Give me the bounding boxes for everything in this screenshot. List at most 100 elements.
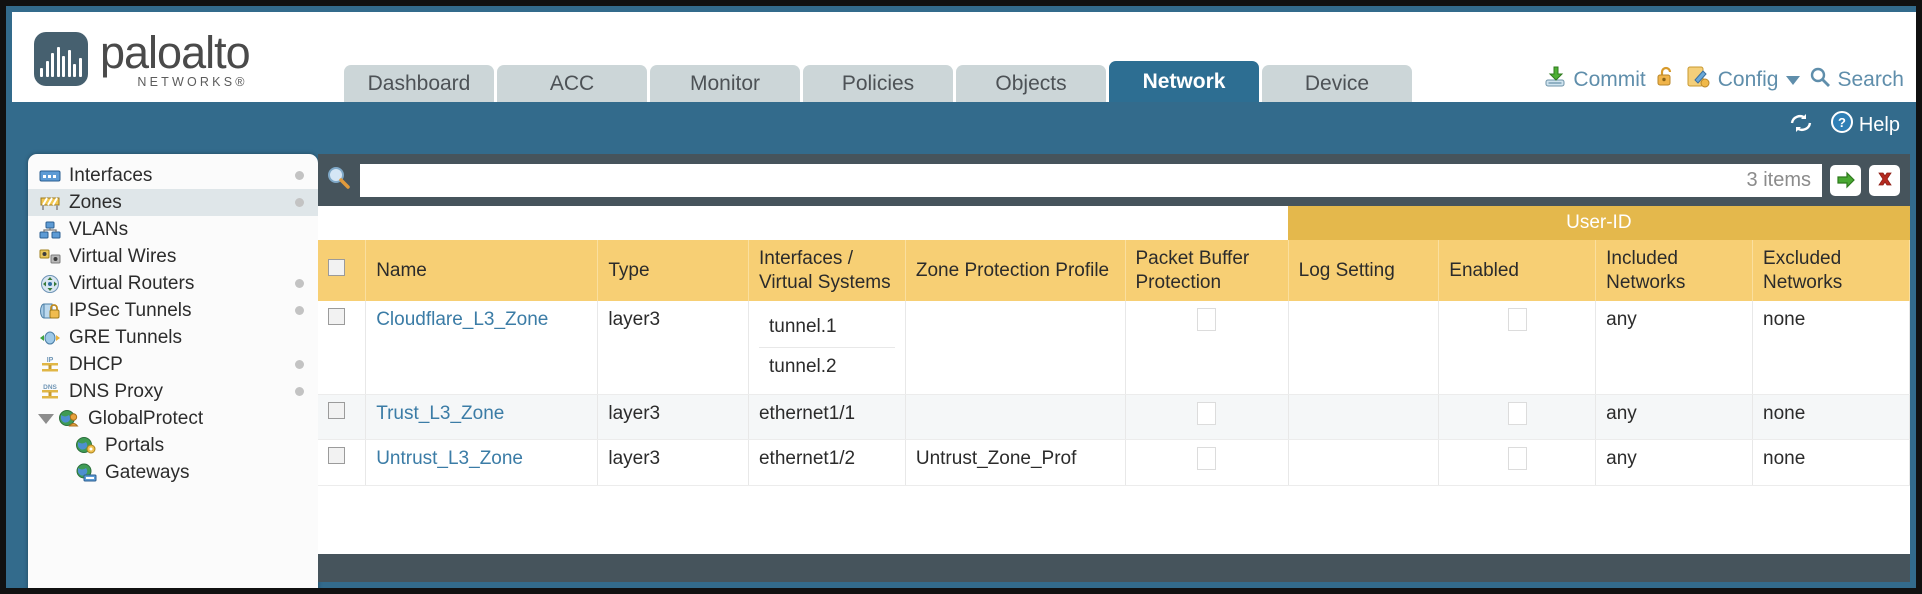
ipsec-tunnels-icon xyxy=(38,301,62,321)
sidebar-item-dot xyxy=(295,198,304,207)
sidebar-item-label: Portals xyxy=(105,434,165,456)
dns-proxy-icon: DNS xyxy=(38,382,62,402)
zone-interfaces-cell: tunnel.1 tunnel.2 xyxy=(748,301,906,395)
row-select-cell xyxy=(318,394,367,441)
sidebar-item-dot xyxy=(295,279,304,288)
log-setting-cell xyxy=(1288,301,1440,395)
sidebar-item-virtual-routers[interactable]: Virtual Routers xyxy=(28,270,318,297)
tab-objects[interactable]: Objects xyxy=(956,65,1106,102)
sidebar-item-vlans[interactable]: VLANs xyxy=(28,216,318,243)
search-input[interactable]: 3 items xyxy=(360,163,1822,197)
packet-buffer-checkbox[interactable] xyxy=(1197,401,1217,425)
sidebar-item-label: GlobalProtect xyxy=(88,407,204,429)
row-checkbox[interactable] xyxy=(328,308,345,326)
clear-filter-button[interactable] xyxy=(1869,164,1900,196)
sidebar-item-dot xyxy=(295,306,304,315)
apply-filter-button[interactable] xyxy=(1830,164,1861,196)
search-magnifier-icon xyxy=(326,165,352,196)
packet-buffer-checkbox[interactable] xyxy=(1197,308,1217,332)
zone-name-link[interactable]: Trust_L3_Zone xyxy=(376,402,505,424)
user-id-enabled-checkbox[interactable] xyxy=(1507,447,1527,471)
items-count: 3 items xyxy=(1746,168,1811,191)
zone-name-cell: Untrust_L3_Zone xyxy=(365,439,599,486)
search-filter-row: 3 items xyxy=(318,154,1910,206)
sidebar-item-dot xyxy=(295,360,304,369)
chevron-down-icon xyxy=(1786,75,1801,85)
table-header-row: Name Type Interfaces / Virtual Systems Z… xyxy=(318,239,1910,302)
select-all-checkbox[interactable] xyxy=(328,258,345,276)
zone-name-link[interactable]: Cloudflare_L3_Zone xyxy=(376,309,549,331)
table-group-header-row: User-ID xyxy=(318,206,1910,240)
help-button[interactable]: ? Help xyxy=(1830,110,1900,140)
excluded-networks-cell: none xyxy=(1752,439,1910,486)
column-header-name[interactable]: Name xyxy=(365,239,599,302)
column-header-enabled[interactable]: Enabled xyxy=(1438,239,1597,302)
sidebar-item-gateways[interactable]: Gateways xyxy=(28,459,318,486)
interfaces-icon xyxy=(38,166,62,186)
sub-toolbar: ? Help xyxy=(12,102,1916,154)
tab-device[interactable]: Device xyxy=(1262,65,1412,102)
refresh-button[interactable] xyxy=(1788,111,1814,140)
zone-interfaces-cell: ethernet1/2 xyxy=(748,439,906,486)
tab-dashboard[interactable]: Dashboard xyxy=(344,65,494,102)
tab-acc[interactable]: ACC xyxy=(497,65,647,102)
sidebar-item-label: GRE Tunnels xyxy=(69,326,182,348)
config-menu[interactable]: Config xyxy=(1686,65,1801,95)
tab-monitor[interactable]: Monitor xyxy=(650,65,800,102)
search-button[interactable]: Search xyxy=(1809,66,1904,94)
commit-label: Commit xyxy=(1573,68,1646,91)
log-setting-cell xyxy=(1288,394,1440,441)
column-header-interfaces[interactable]: Interfaces / Virtual Systems xyxy=(748,239,906,302)
row-checkbox[interactable] xyxy=(328,401,345,419)
header-action-bar: Commit xyxy=(1543,65,1904,95)
lock-button[interactable] xyxy=(1655,65,1677,95)
table-row[interactable]: Cloudflare_L3_Zone layer3 tunnel.1 tunne… xyxy=(318,301,1910,395)
zone-type-cell: layer3 xyxy=(597,301,749,395)
sidebar-item-interfaces[interactable]: Interfaces xyxy=(28,162,318,189)
column-header-included-networks[interactable]: Included Networks xyxy=(1595,239,1754,302)
sidebar-item-portals[interactable]: Portals xyxy=(28,432,318,459)
column-header-log-setting[interactable]: Log Setting xyxy=(1288,239,1440,302)
paloalto-logo: paloalto NETWORKS® xyxy=(34,30,251,89)
brand-tagline: NETWORKS® xyxy=(137,75,248,89)
chevron-down-icon[interactable] xyxy=(38,413,54,424)
sidebar-item-zones[interactable]: Zones xyxy=(28,189,318,216)
sidebar-item-virtual-wires[interactable]: Virtual Wires xyxy=(28,243,318,270)
zone-name-cell: Cloudflare_L3_Zone xyxy=(365,301,599,395)
sidebar-item-globalprotect[interactable]: GlobalProtect xyxy=(28,405,318,432)
user-id-enabled-checkbox[interactable] xyxy=(1507,401,1527,425)
sidebar-item-label: Virtual Wires xyxy=(69,245,177,267)
excluded-networks-cell: none xyxy=(1752,301,1910,395)
select-all-header xyxy=(318,239,367,302)
sidebar-item-ipsec-tunnels[interactable]: IPSec Tunnels xyxy=(28,297,318,324)
column-header-type[interactable]: Type xyxy=(597,239,749,302)
row-checkbox[interactable] xyxy=(328,447,345,465)
commit-button[interactable]: Commit xyxy=(1543,65,1646,95)
search-icon xyxy=(1809,66,1831,94)
tab-policies[interactable]: Policies xyxy=(803,65,953,102)
interface-item: tunnel.2 xyxy=(768,355,837,377)
included-networks-cell: any xyxy=(1595,439,1754,486)
table-row[interactable]: Untrust_L3_Zone layer3 ethernet1/2 Untru… xyxy=(318,439,1910,486)
tab-network[interactable]: Network xyxy=(1109,61,1259,102)
packet-buffer-checkbox[interactable] xyxy=(1197,447,1217,471)
table-row[interactable]: Trust_L3_Zone layer3 ethernet1/1 any non… xyxy=(318,394,1910,441)
column-header-excluded-networks[interactable]: Excluded Networks xyxy=(1752,239,1910,302)
sidebar-item-dhcp[interactable]: IP DHCP xyxy=(28,351,318,378)
user-id-enabled-checkbox[interactable] xyxy=(1507,308,1527,332)
sidebar-item-label: DNS Proxy xyxy=(69,380,163,402)
column-header-zone-protection[interactable]: Zone Protection Profile xyxy=(905,239,1126,302)
column-header-packet-buffer[interactable]: Packet Buffer Protection xyxy=(1125,239,1289,302)
virtual-wires-icon xyxy=(38,247,62,267)
sidebar-item-gre-tunnels[interactable]: GRE Tunnels xyxy=(28,324,318,351)
log-setting-cell xyxy=(1288,439,1440,486)
sidebar-item-dns-proxy[interactable]: DNS DNS Proxy xyxy=(28,378,318,405)
paloalto-logo-icon xyxy=(34,32,88,87)
zone-type-cell: layer3 xyxy=(597,394,749,441)
zone-protection-cell xyxy=(905,394,1126,441)
group-header-spacer xyxy=(318,206,1289,240)
svg-text:DNS: DNS xyxy=(43,384,57,391)
zone-name-link[interactable]: Untrust_L3_Zone xyxy=(376,448,524,470)
main-navigation-tabs: Dashboard ACC Monitor Policies Objects N… xyxy=(344,61,1412,102)
zones-icon xyxy=(38,193,62,213)
